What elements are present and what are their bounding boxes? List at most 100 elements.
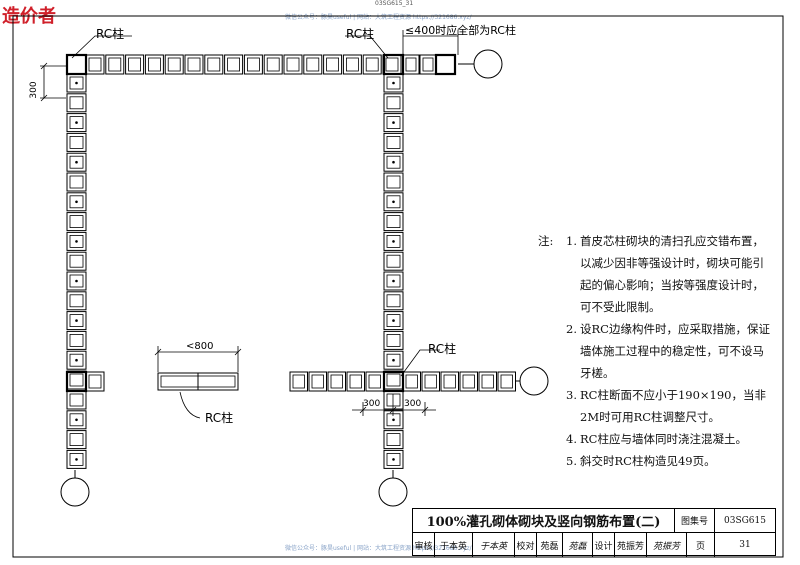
rebar-dot [75,81,78,85]
block-cell [386,433,401,447]
block-cell [386,135,401,149]
block-cell [69,135,84,149]
block-cell [311,374,324,389]
note-line: 墙体施工过程中的稳定性，可不设马 [538,340,783,362]
rc-columns [65,53,457,393]
block-cell [286,57,300,72]
dim-800-label: <800 [186,341,213,352]
dim-300-left-label: 300 [29,81,39,98]
note-number: 3. [566,388,577,402]
masonry-block [66,192,87,212]
block-cell [405,374,418,389]
block-cell [349,374,362,389]
rc-label-top-left: RC柱 [96,26,124,41]
masonry-block [383,152,404,172]
atlas-label: 图集号 [675,509,715,533]
masonry-block [383,311,404,331]
note-line: 牙槎。 [538,362,783,384]
note-number: 5. [566,454,577,468]
dim-300-left [40,62,66,102]
masonry-block [383,212,404,232]
middle-horizontal-wall-blocks [289,371,516,392]
dim-300-a-label: 300 [363,399,380,409]
masonry-block [383,231,404,251]
rebar-dot [75,160,78,164]
block-cell [227,57,241,72]
block-cell [386,175,401,189]
drawing-frame [12,15,784,558]
block-cell [147,57,161,72]
reviewer-name: 于本英 [435,533,473,557]
block-cell [69,234,84,248]
rebar-dot [392,418,395,422]
watermark-bottom: 微信公众号：豚昊useful | 网站：大筑工程资源 https://32168… [285,545,472,552]
block-cell [187,57,201,72]
leader-rc-top-left [71,35,132,59]
block-cell [69,76,84,90]
top-code: 03SG615_31 [375,0,414,7]
masonry-block [125,54,145,75]
masonry-block [184,54,204,75]
note-text: 设RC边缘构件时，应采取措施，保证 [580,322,770,336]
note-number: 4. [566,432,577,446]
masonry-block [362,54,382,75]
masonry-block [383,251,404,271]
note-400-label: ≤400时应全部为RC柱 [405,23,516,37]
block-cell [69,393,84,407]
note-line: 注:1.首皮芯柱砌块的清扫孔应交错布置， [538,230,783,252]
note-text: RC柱断面不应小于190×190，当非 [580,388,766,402]
designer-signature: 苑振芳 [647,533,687,557]
note-text: 斜交时RC柱构造见49页。 [580,454,716,468]
block-cell [365,57,379,72]
masonry-block [383,350,404,370]
masonry-block [383,132,404,152]
watermark-top: 微信公众号：豚昊useful | 网站：大筑工程资源 https://32168… [285,14,472,21]
rc-label-free: RC柱 [205,410,233,425]
note-text: 起的偏心影响；当按等强度设计时， [580,278,764,292]
leader-rc-mid [400,349,440,377]
masonry-block [383,291,404,311]
block-cell [108,57,122,72]
drawing-title: 100%灌孔砌体砌块及竖向钢筋布置(二) [413,509,675,533]
note-line: 以减少因非等强设计时，砌块可能引 [538,252,783,274]
block-cell [88,374,102,389]
masonry-block [66,350,87,370]
masonry-block [164,54,184,75]
page-number: 31 [739,540,751,550]
note-lead: 注: [538,234,554,248]
block-cell [345,57,359,72]
note-text: 首皮芯柱砌块的清扫孔应交错布置， [580,234,764,248]
note-text: 以减少因非等强设计时，砌块可能引 [580,256,764,270]
masonry-block [440,371,459,392]
block-cell [462,374,475,389]
block-cell [69,155,84,169]
masonry-block [66,172,87,192]
masonry-block [224,54,244,75]
block-cell [386,274,401,288]
block-cell [69,195,84,209]
block-cell [386,333,401,347]
block-cell [69,314,84,328]
atlas-number: 03SG615 [715,509,775,533]
checker-signature: 苑磊 [563,533,593,557]
note-text: 墙体施工过程中的稳定性，可不设马 [580,344,764,358]
block-cell [69,373,84,387]
checker-name: 苑磊 [537,533,563,557]
block-cell [88,57,102,72]
rebar-dot [75,240,78,243]
block-cell [69,96,84,110]
block-cell [69,116,84,129]
block-cell [69,333,84,347]
note-text: 可不受此限制。 [580,300,661,314]
masonry-block [66,271,87,291]
masonry-block [66,311,87,331]
masonry-block [66,212,87,232]
design-label: 设计 [593,533,615,557]
rebar-dot [392,160,395,164]
block-cell [386,353,401,367]
block-cell [386,254,401,268]
dim-400-top [402,30,459,55]
block-cell [69,353,84,367]
rebar-dot [392,279,395,283]
